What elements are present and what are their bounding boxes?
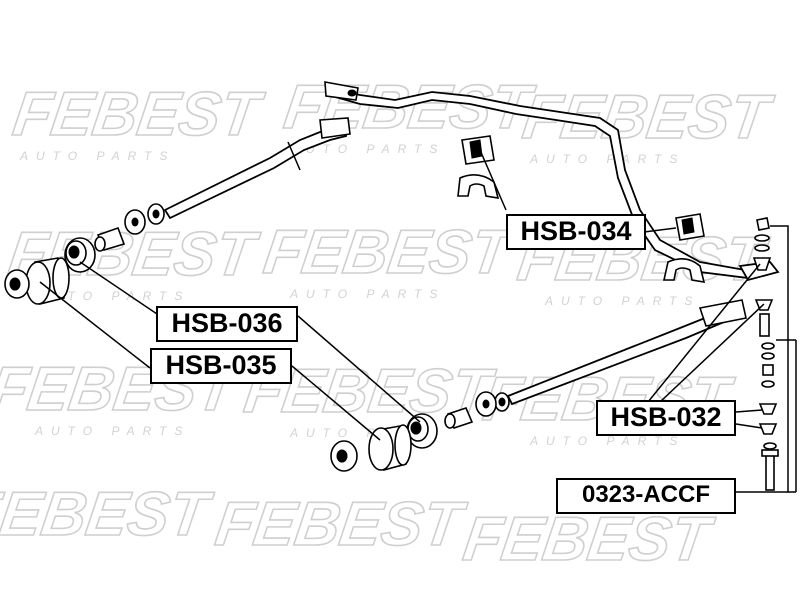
watermark-sub: AUTO PARTS [289, 142, 445, 156]
washer-bottom-outer [330, 440, 358, 472]
washer-stack-4 [761, 352, 775, 360]
watermark-logo: FEBEST [459, 504, 720, 574]
hsb-036-bushing-left [64, 237, 96, 273]
washer-stack-2 [754, 244, 770, 252]
cup-3 [758, 403, 778, 415]
nut-top [756, 217, 770, 231]
spacer-2 [762, 364, 774, 376]
leader-lines [39, 149, 797, 493]
label-text: HSB-034 [520, 216, 632, 246]
hsb-036-bushing-bottom [406, 413, 438, 449]
end-link-stack [752, 217, 779, 491]
right-strut-rod [506, 299, 747, 406]
watermark-logo: FEBEST AUTO PARTS [8, 79, 269, 163]
washer-stack-5 [761, 380, 775, 388]
washer-stack-3 [761, 342, 775, 350]
hsb-034-bushing-right [675, 213, 705, 241]
bar-end-hole [347, 89, 357, 97]
bolt [765, 453, 775, 491]
watermark-brand: FEBEST [9, 80, 268, 149]
watermark-sub: AUTO PARTS [19, 149, 175, 163]
watermark-sub: AUTO PARTS [529, 152, 685, 166]
watermark-sub: AUTO PARTS [34, 424, 190, 438]
clamp-top [457, 174, 500, 199]
label-hsb-032: HSB-032 [596, 400, 736, 436]
washer-stack-6 [763, 442, 777, 450]
watermark-brand: FEBEST [211, 490, 470, 559]
watermark-sub: AUTO PARTS [34, 289, 190, 303]
clamp-right [663, 258, 706, 283]
watermark-brand: FEBEST [459, 505, 718, 574]
washer-left-outer [4, 269, 30, 299]
label-text: HSB-035 [165, 350, 277, 380]
spacer-1 [759, 313, 770, 337]
left-strut-rod [163, 117, 351, 220]
bushing-hole [131, 217, 139, 227]
label-text: HSB-036 [171, 308, 283, 338]
hsb-034-bushing-top [461, 135, 495, 165]
watermark-brand: FEBEST [260, 218, 519, 287]
washer-stack-1 [754, 234, 770, 242]
strut-bracket [319, 117, 351, 139]
watermark-logo: FEBEST [0, 479, 218, 549]
strut-bracket-right [698, 299, 747, 327]
watermark-sub: AUTO PARTS [544, 294, 700, 308]
cup-4 [758, 423, 778, 435]
hsb-035-bushing-bottom [368, 424, 412, 472]
label-hsb-036: HSB-036 [156, 306, 298, 342]
washer-hole [152, 209, 160, 219]
label-0323-accf: 0323-ACCF [556, 478, 736, 514]
sleeve-left-end [94, 236, 106, 252]
watermark-logo: FEBEST [211, 489, 472, 559]
watermark-brand: FEBEST [0, 480, 217, 549]
label-text: 0323-ACCF [581, 481, 711, 508]
left-rod-stack [94, 203, 165, 252]
strut-link [287, 141, 301, 171]
label-hsb-034: HSB-034 [506, 214, 646, 250]
watermark-logo: FEBEST AUTO PARTS [259, 217, 520, 301]
watermark-sub: AUTO PARTS [289, 287, 445, 301]
watermark-sub: AUTO PARTS [529, 434, 685, 448]
label-hsb-035: HSB-035 [150, 348, 292, 384]
right-rod-stack [444, 391, 510, 429]
watermark-logo: FEBEST AUTO PARTS [518, 82, 779, 166]
label-text: HSB-032 [610, 402, 722, 432]
bolt-head [761, 449, 779, 457]
hsb-035-bushing-left [25, 257, 70, 305]
